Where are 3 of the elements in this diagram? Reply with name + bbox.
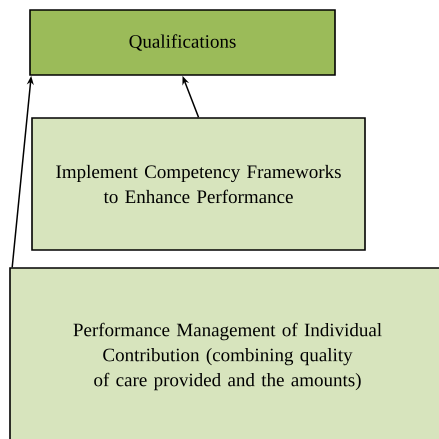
process-box: Implement Competency Frameworks to Enhance Performance <box>31 117 366 251</box>
process-box: Performance Management of Individual Contribution (combining quality of care provided and the amounts) <box>9 267 439 439</box>
process-box: Qualifications <box>29 9 336 76</box>
